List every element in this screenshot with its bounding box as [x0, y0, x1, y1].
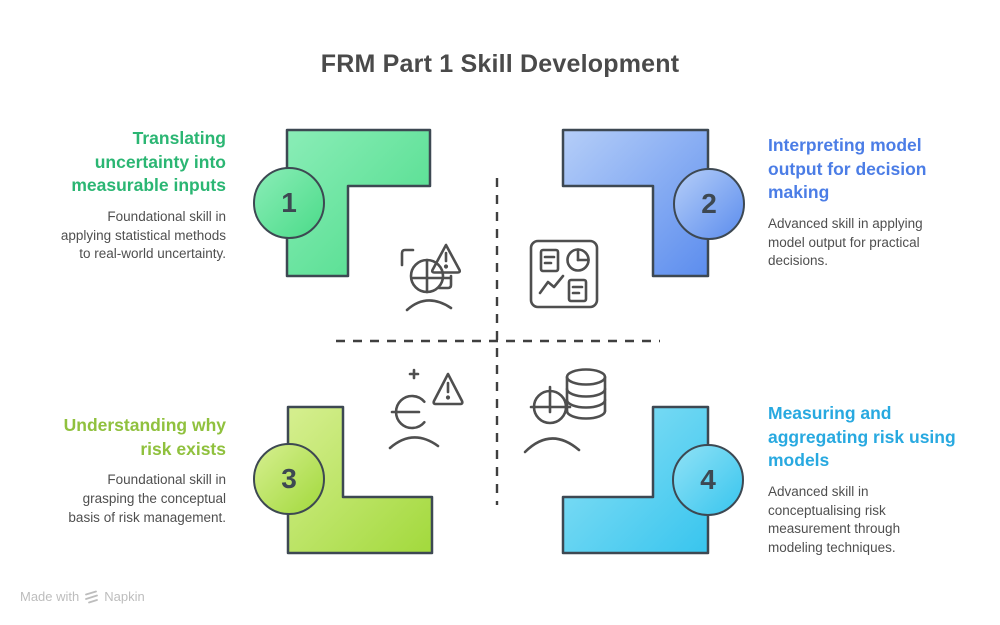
quadrant4-heading: Measuring and aggregating risk using mod…: [768, 403, 956, 471]
quadrant2-block: [561, 128, 710, 278]
step-2-badge: 2: [673, 168, 745, 240]
step-4-badge: 4: [672, 444, 744, 516]
person-database-icon: [523, 368, 607, 454]
quadrant1-heading: Translating uncertainty into measurable …: [71, 128, 226, 196]
step-4-number: 4: [700, 464, 716, 495]
quadrant3-block: [286, 405, 434, 555]
step-2-number: 2: [701, 188, 717, 219]
head-scan-warning-icon: [400, 243, 462, 312]
quadrant4-block: [561, 405, 710, 555]
page-title: FRM Part 1 Skill Development: [320, 50, 680, 78]
step-1-badge: 1: [253, 167, 325, 239]
step-1-number: 1: [281, 187, 297, 218]
quadrant2-text: Interpreting model output for decision m…: [768, 134, 950, 271]
quadrant3-description: Foundational skill in grasping the conce…: [68, 472, 226, 525]
quadrant1-description: Foundational skill in applying statistic…: [60, 208, 226, 262]
quadrant3-text: Understanding why risk exists Foundation…: [46, 414, 226, 527]
quadrant2-heading: Interpreting model output for decision m…: [768, 135, 927, 203]
made-with-text: Made with: [20, 589, 80, 604]
quadrant1-block: [285, 128, 432, 278]
quadrant2-description: Advanced skill in applying model output …: [768, 215, 923, 269]
quadrant3-heading: Understanding why risk exists: [63, 415, 226, 459]
step-3-badge: 3: [253, 443, 325, 515]
napkin-brand-text: Napkin: [104, 589, 145, 604]
made-with-credit: Made with Napkin: [20, 589, 145, 604]
euro-person-warning-icon: [388, 368, 464, 450]
quadrant4-text: Measuring and aggregating risk using mod…: [768, 402, 958, 557]
quadrant1-text: Translating uncertainty into measurable …: [56, 127, 226, 264]
napkin-logo-icon: [85, 590, 99, 603]
quadrant4-description: Advanced skill in conceptualising risk m…: [768, 483, 901, 555]
dashboard-charts-icon: [529, 239, 599, 309]
step-3-number: 3: [281, 463, 297, 494]
